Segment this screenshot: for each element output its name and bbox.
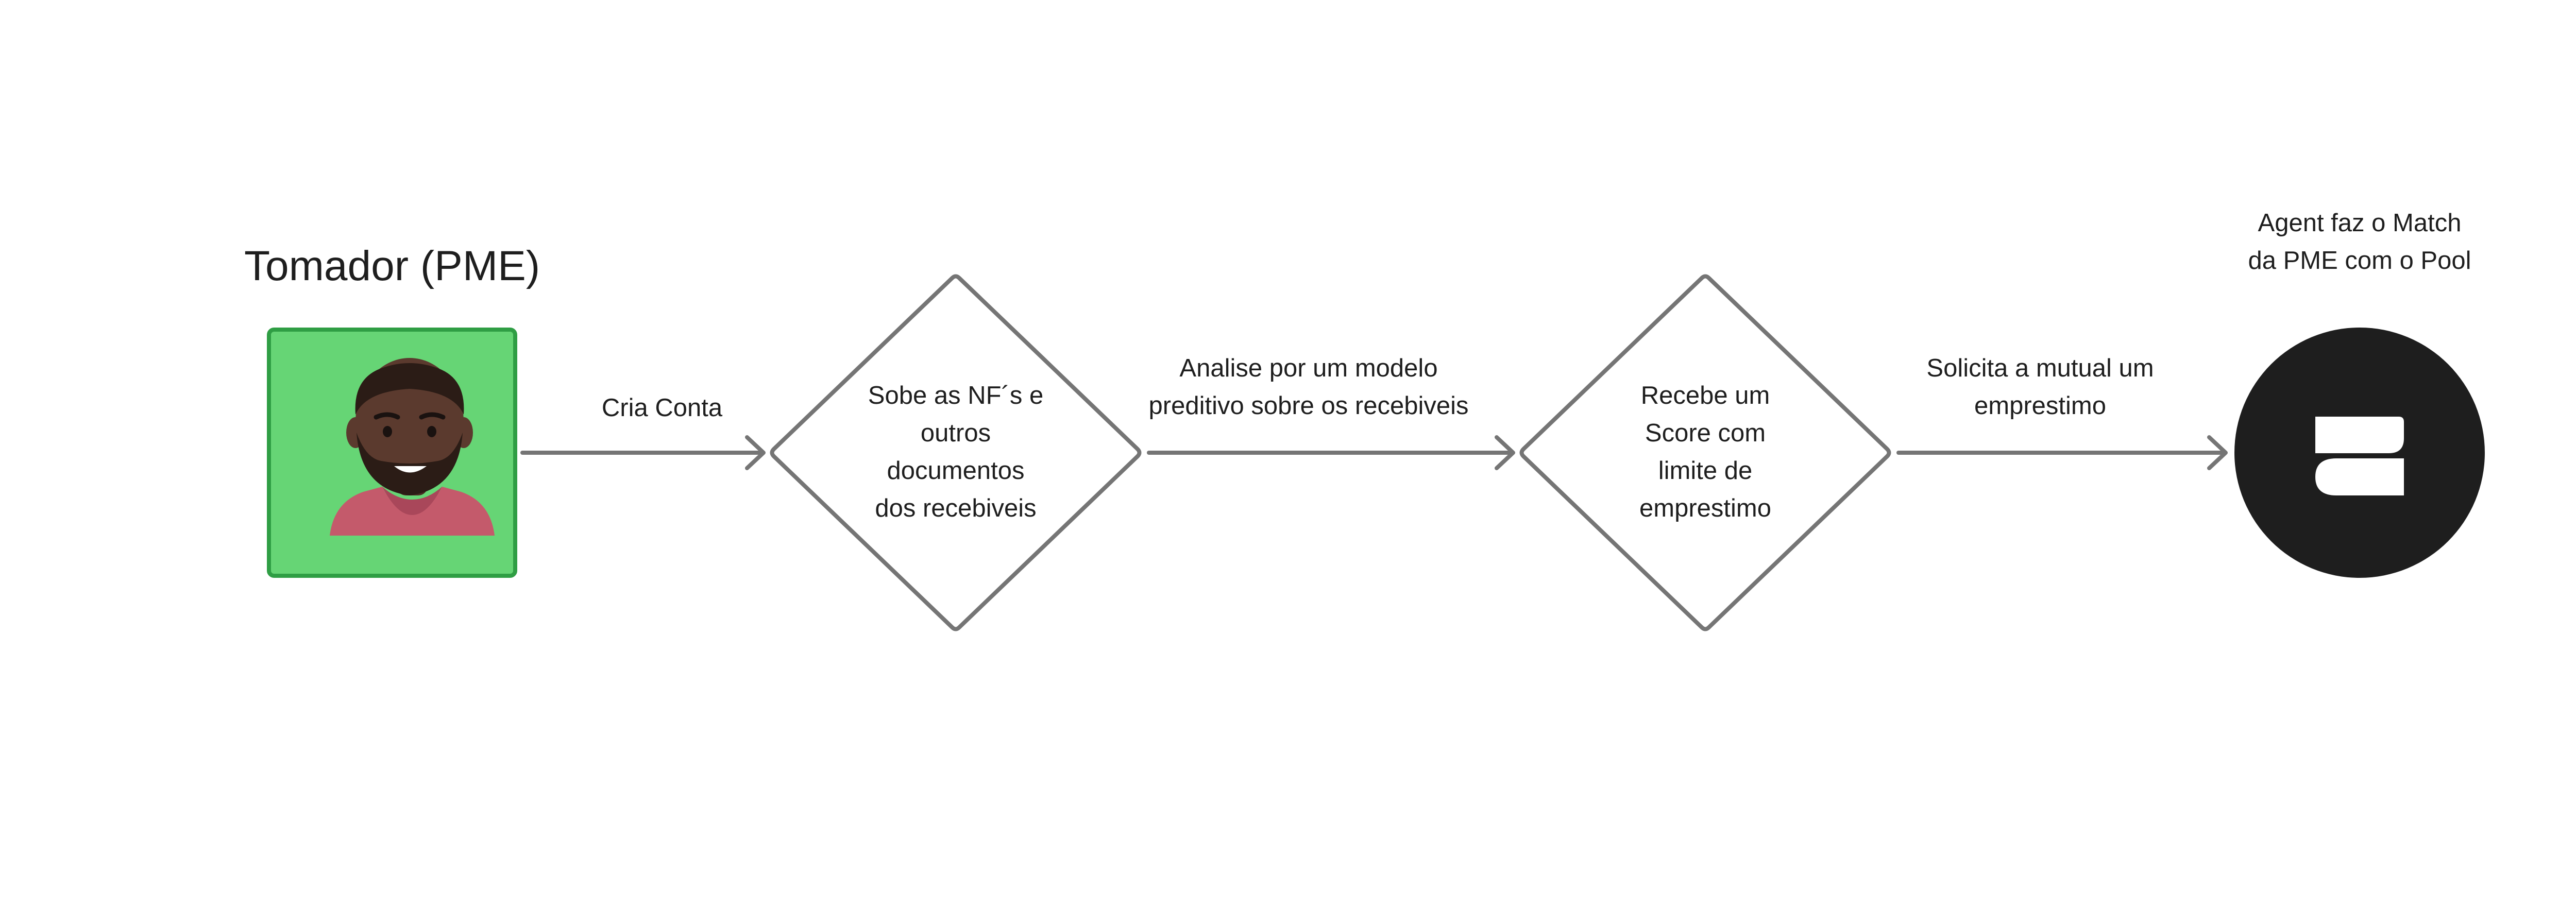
person-avatar-icon bbox=[330, 358, 495, 536]
edge-label-create-account: Cria Conta bbox=[601, 394, 723, 422]
node-label-upload-docs: Sobe as NF´s e outros documentos dos rec… bbox=[868, 382, 1044, 522]
logo-icon bbox=[2315, 417, 2404, 495]
node-label-pool-agent: Agent faz o Match da PME com o Pool bbox=[2248, 209, 2471, 275]
pool-agent-node bbox=[2234, 328, 2485, 578]
page-title: Tomador (PME) bbox=[244, 243, 540, 289]
edge-create-account bbox=[520, 435, 766, 470]
node-label-score: Recebe um Score com limite de emprestimo bbox=[1639, 382, 1771, 522]
edge-label-request-loan: Solicita a mutual um emprestimo bbox=[1926, 354, 2154, 420]
decision-node-upload bbox=[770, 274, 1142, 631]
edge-predictive-analysis bbox=[1147, 435, 1515, 470]
arrowhead-icon bbox=[1495, 435, 1515, 470]
edge-request-loan bbox=[1896, 435, 2228, 470]
arrowhead-icon bbox=[745, 435, 766, 470]
arrowhead-icon bbox=[2207, 435, 2228, 470]
decision-node-score bbox=[1519, 274, 1891, 631]
edge-label-predictive-analysis: Analise por um modelo preditivo sobre os… bbox=[1148, 354, 1469, 420]
actor-node bbox=[267, 328, 517, 578]
